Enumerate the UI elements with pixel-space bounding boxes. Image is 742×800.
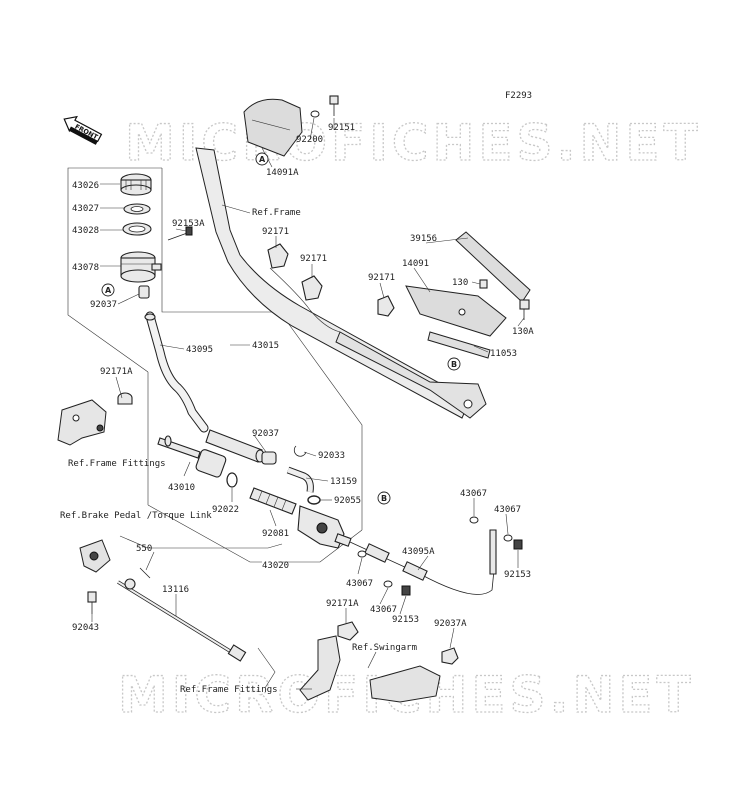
label-130A: 130A [512,327,534,337]
label-43067-c: 43067 [346,579,373,589]
label-92055: 92055 [334,496,361,506]
label-43015: 43015 [252,341,279,351]
clamp-92037A-icon [441,647,459,665]
callout-a-left: A [101,283,115,297]
washer-92200-icon [310,110,320,118]
label-43010: 43010 [168,483,195,493]
callout-b-frame: B [447,357,461,371]
label-43020: 43020 [262,561,289,571]
label-11053: 11053 [490,349,517,359]
leader-frame-fittings [257,647,276,689]
label-130: 130 [452,278,468,288]
label-ref-frame: Ref.Frame [252,208,301,218]
label-43078: 43078 [72,263,99,273]
bolt-92043-icon [87,591,97,614]
label-92200: 92200 [296,135,323,145]
reservoir-hose-icon [144,311,209,433]
label-92037: 92037 [90,300,117,310]
elbow-hose-13159-icon [286,466,314,493]
diaphragm-plate-icon [123,203,151,215]
bolt-130A-icon [519,299,530,320]
master-cylinder-body-icon [297,505,352,549]
label-92153-b: 92153 [392,615,419,625]
label-550: 550 [136,544,152,554]
reservoir-body-icon [120,251,162,283]
part-labels: 43026 43027 43028 43078 92037 92153A 430… [60,123,534,695]
bolt-92151-icon [329,95,339,116]
bolt-130-icon [479,279,488,289]
plate-11053-icon [427,331,491,359]
label-13116: 13116 [162,585,189,595]
o-ring-92055-icon [307,495,321,505]
label-92171-c: 92171 [368,273,395,283]
leader-pedal [119,535,283,549]
label-ref-swingarm: Ref.Swingarm [352,643,417,653]
label-43028: 43028 [72,226,99,236]
label-92043: 92043 [72,623,99,633]
banjo-bolt-92153-icon [401,539,523,596]
label-92037A: 92037A [434,619,467,629]
svg-text:B: B [451,360,457,369]
clamp-92171A-bottom-icon [337,621,359,641]
brake-pedal-icon [79,539,111,573]
callout-b-lower: B [377,491,391,505]
label-43095A: 43095A [402,547,435,557]
frame-fitting-bottom-icon [299,635,341,701]
clip-92037-icon [261,451,277,465]
frame-fitting-left-icon [57,392,133,446]
leader-lines [91,117,525,690]
label-14091: 14091 [402,259,429,269]
label-43067-b: 43067 [494,505,521,515]
label-92171-b: 92171 [300,254,327,264]
label-39156: 39156 [410,234,437,244]
label-43067-d: 43067 [370,605,397,615]
svg-text:B: B [381,494,387,503]
label-13159: 13159 [330,477,357,487]
heat-guard-14091A-icon [243,98,303,157]
label-92033: 92033 [318,451,345,461]
label-ref-brake-pedal: Ref.Brake Pedal /Torque Link [60,511,212,521]
brake-hose-43095A-icon [349,529,497,595]
washer-92022-icon [226,472,238,488]
label-92037-b: 92037 [252,429,279,439]
label-92022: 92022 [212,505,239,515]
label-43027: 43027 [72,204,99,214]
label-92171A-bottom: 92171A [326,599,359,609]
svg-text:A: A [259,155,266,164]
swingarm-fitting-icon [369,665,441,703]
label-43067-a: 43067 [460,489,487,499]
hose-guide-line-icon [269,267,341,333]
clamp-92171-icon [267,243,395,317]
label-ref-frame-fittings-left: Ref.Frame Fittings [68,459,166,469]
watermark-top: MICROFICHES.NET [125,114,702,172]
figure-code: F2293 [505,91,532,101]
push-rod-13116-icon [117,578,247,662]
washer-43067-icon [357,516,513,588]
label-14091A: 14091A [266,168,299,178]
svg-text:A: A [105,286,112,295]
reservoir-cap-icon [120,173,152,196]
cotter-pin-550-icon [139,567,151,579]
piston-kit-43010-icon [157,435,227,478]
circlip-92033-icon [293,445,307,457]
bracket-14091-icon [405,285,507,337]
label-92081: 92081 [262,529,289,539]
label-ref-frame-fittings-bottom: Ref.Frame Fittings [180,685,278,695]
label-92171A-left: 92171A [100,367,133,377]
label-92171-a: 92171 [262,227,289,237]
hose-clamp-small-icon [138,285,150,299]
label-43095: 43095 [186,345,213,355]
diaphragm-icon [122,222,152,236]
front-arrow-icon: FRONT [63,115,103,145]
label-92153-a: 92153 [504,570,531,580]
cover-39156-icon [455,231,531,303]
label-92151: 92151 [328,123,355,133]
frame-tube-icon [195,147,487,419]
label-43026: 43026 [72,181,99,191]
spring-92081-icon [249,487,297,515]
callout-a-top: A [255,152,269,166]
label-92153A: 92153A [172,219,205,229]
